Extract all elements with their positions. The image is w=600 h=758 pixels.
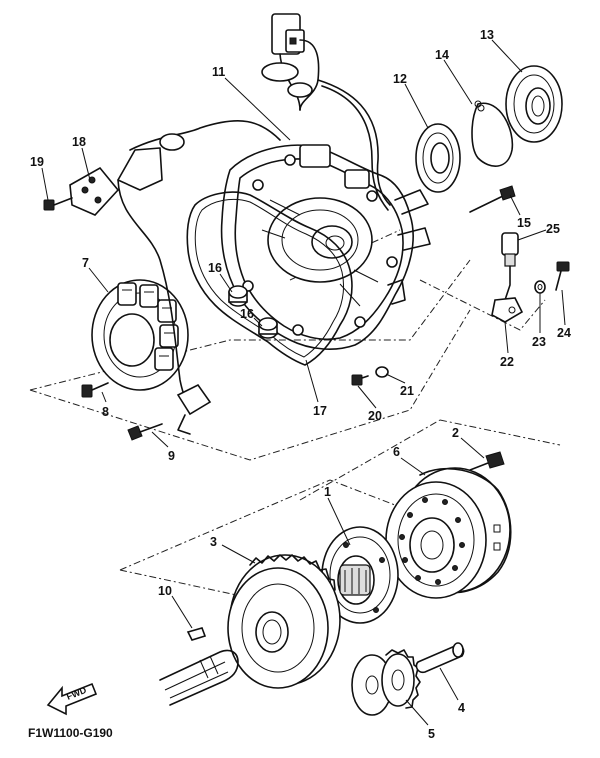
callout-6: 6 — [393, 445, 400, 459]
callout-19: 19 — [30, 155, 44, 169]
forward-arrow-icon — [46, 682, 98, 716]
washer-23 — [534, 280, 546, 294]
idler-gear — [351, 649, 421, 716]
callout-18: 18 — [72, 135, 86, 149]
woodruff-key — [186, 627, 207, 641]
callout-10: 10 — [158, 584, 172, 598]
circlip-14 — [471, 100, 514, 167]
bearing-13 — [505, 65, 563, 143]
callout-15: 15 — [517, 216, 531, 230]
speed-sensor-25 — [501, 232, 519, 301]
callout-17: 17 — [313, 404, 327, 418]
callout-16-lower: 16 — [240, 307, 254, 321]
idler-shaft — [415, 642, 465, 674]
callout-16-upper: 16 — [208, 261, 222, 275]
callout-8: 8 — [102, 405, 109, 419]
figure-code: F1W1100-G190 — [28, 726, 113, 740]
rotor-flywheel — [385, 467, 512, 599]
screw-24 — [555, 261, 570, 291]
crankcase-cover — [220, 144, 431, 350]
callout-24: 24 — [557, 326, 571, 340]
callout-1: 1 — [324, 485, 331, 499]
callout-11: 11 — [212, 65, 225, 79]
washer-21 — [375, 366, 389, 378]
cover-gasket — [186, 191, 353, 366]
bolt-2 — [469, 451, 505, 471]
callout-20: 20 — [368, 409, 382, 423]
stator-coil — [91, 279, 189, 391]
callout-14: 14 — [435, 48, 449, 62]
one-way-clutch — [321, 526, 399, 624]
clamp-22 — [491, 297, 524, 323]
crankshaft-end — [159, 649, 239, 706]
bolt-9 — [127, 423, 163, 441]
wire-grommet — [176, 383, 212, 435]
callout-7: 7 — [82, 256, 89, 270]
leader-lines — [41, 39, 566, 726]
callout-13: 13 — [480, 28, 494, 42]
callout-numbers: 1 2 3 4 5 6 7 8 9 10 11 12 13 14 15 16 1… — [30, 28, 571, 741]
callout-12: 12 — [393, 72, 407, 86]
bolt-20 — [351, 374, 369, 386]
callout-23: 23 — [532, 335, 546, 349]
oil-seal-12 — [415, 123, 461, 193]
bolt-8 — [81, 382, 109, 398]
dowel-pin-upper — [228, 285, 248, 307]
dowel-pin-lower — [258, 317, 278, 339]
starter-wheel-gear — [227, 554, 341, 689]
callout-3: 3 — [210, 535, 217, 549]
callout-5: 5 — [428, 727, 435, 741]
callout-21: 21 — [400, 384, 414, 398]
wire-harness-connector — [261, 13, 391, 211]
callout-4: 4 — [458, 701, 465, 715]
callout-22: 22 — [500, 355, 514, 369]
callout-2: 2 — [452, 426, 459, 440]
bolt-15 — [469, 185, 516, 213]
callout-9: 9 — [168, 449, 175, 463]
bolt-19 — [43, 197, 73, 211]
callout-25: 25 — [546, 222, 560, 236]
